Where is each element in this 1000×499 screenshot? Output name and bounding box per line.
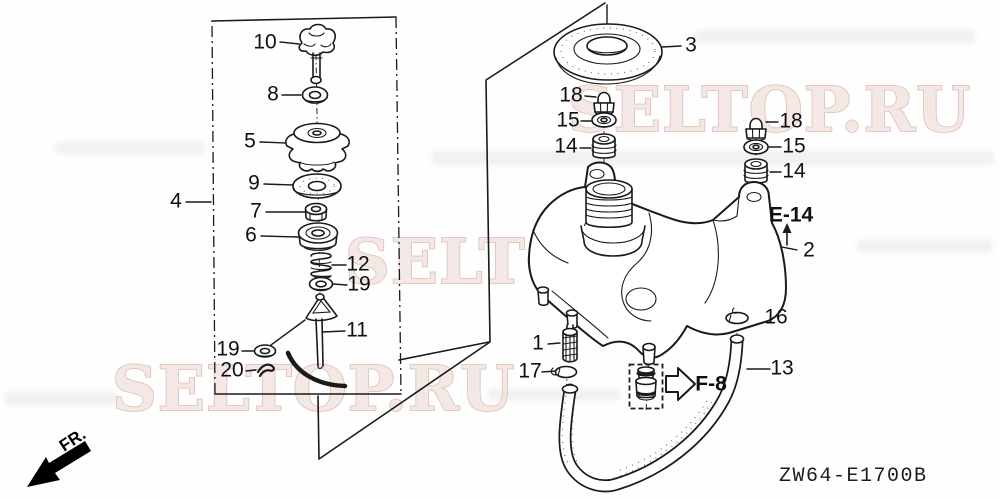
part-number-14: 14 xyxy=(554,135,578,158)
part-clip-16 xyxy=(725,307,749,325)
reference-label-f-8: F-8 xyxy=(695,373,727,396)
part-number-19: 19 xyxy=(216,338,239,361)
part-number-4: 4 xyxy=(170,190,182,213)
joint-fuel-f8 xyxy=(628,363,664,410)
part-fuel-filler-cap-5 xyxy=(285,122,350,173)
part-washer-15-right xyxy=(743,139,769,155)
part-number-20: 20 xyxy=(220,359,243,382)
part-pin-20 xyxy=(256,363,275,378)
scan-noise xyxy=(5,30,994,405)
part-washer-15-left xyxy=(591,112,617,128)
part-washer-8 xyxy=(301,86,329,104)
part-number-13: 13 xyxy=(770,357,793,380)
part-grommet-6 xyxy=(297,222,339,251)
part-number-16: 16 xyxy=(764,306,787,329)
watermark-text: SELTOP.RU xyxy=(112,352,515,425)
part-washer-9 xyxy=(292,173,342,199)
part-number-11: 11 xyxy=(346,319,368,342)
part-number-14: 14 xyxy=(782,160,806,183)
part-number-9: 9 xyxy=(248,172,260,195)
diagram-code: ZW64-E1700B xyxy=(779,465,928,488)
frame-lines xyxy=(211,2,606,460)
part-mount-rubber-14-left xyxy=(591,133,617,159)
part-number-10: 10 xyxy=(253,31,276,54)
reference-label-e-14: E-14 xyxy=(769,204,814,227)
part-washer-19-upper xyxy=(308,276,334,292)
part-number-17: 17 xyxy=(518,360,541,383)
part-fuel-tube-13 xyxy=(558,334,745,493)
part-spring-12 xyxy=(310,252,332,279)
reference-arrow-e14 xyxy=(782,223,792,246)
part-number-2: 2 xyxy=(803,239,815,262)
part-nut-7 xyxy=(304,202,328,222)
part-number-19: 19 xyxy=(347,273,370,296)
part-number-8: 8 xyxy=(267,83,279,106)
part-mount-rubber-14-right xyxy=(743,158,769,184)
part-number-18: 18 xyxy=(779,110,802,133)
part-mount-grommet-3 xyxy=(553,23,663,85)
part-number-15: 15 xyxy=(556,109,579,132)
part-number-7: 7 xyxy=(250,200,262,223)
part-washer-19-lower xyxy=(253,344,277,358)
part-number-15: 15 xyxy=(782,135,805,158)
front-direction-arrow: FR. xyxy=(27,425,91,487)
part-number-5: 5 xyxy=(244,130,256,153)
part-number-1: 1 xyxy=(532,332,544,355)
part-number-12: 12 xyxy=(346,253,369,276)
part-clip-17 xyxy=(550,365,578,379)
part-fuel-valve-knob-10 xyxy=(298,23,336,85)
part-number-3: 3 xyxy=(685,34,697,57)
watermark-text: SELTOP.RU xyxy=(568,73,971,146)
part-fuel-strainer-1 xyxy=(562,324,578,363)
part-number-18: 18 xyxy=(559,84,582,107)
part-fuel-valve-lever-11 xyxy=(285,293,348,389)
part-number-6: 6 xyxy=(245,224,257,247)
reference-arrow-f8 xyxy=(665,367,696,401)
